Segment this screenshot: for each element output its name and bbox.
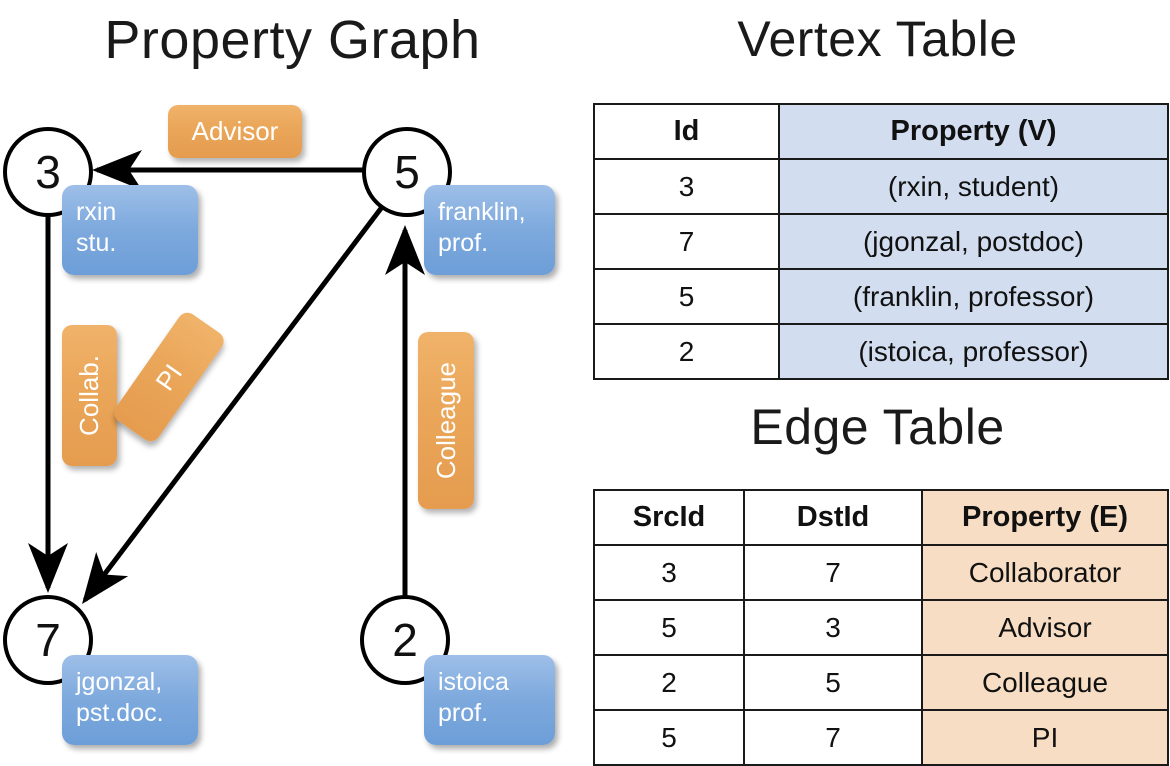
section-title-vertex-table: Vertex Table — [737, 11, 1018, 67]
vertex-cell-property: (jgonzal, postdoc) — [778, 213, 1169, 270]
table-row: 2 (istoica, professor) — [593, 323, 1169, 380]
edge-cell-srcid: 5 — [593, 709, 745, 766]
vertex-property-box-5-line1: franklin, — [438, 198, 526, 226]
vertex-table-header-row: Id Property (V) — [593, 103, 1169, 160]
edge-cell-srcid: 2 — [593, 654, 745, 711]
vertex-cell-property: (istoica, professor) — [778, 323, 1169, 380]
vertex-cell-id: 3 — [593, 158, 780, 215]
edge-cell-srcid: 5 — [593, 599, 745, 656]
vertex-cell-id: 2 — [593, 323, 780, 380]
graph-edges-layer — [28, 150, 425, 604]
edge-table-header-row: SrcId DstId Property (E) — [593, 489, 1169, 546]
edge-cell-property: Colleague — [921, 654, 1169, 711]
vertex-cell-property: (rxin, student) — [778, 158, 1169, 215]
edge-label-collab: Collab. — [62, 325, 117, 466]
edge-table-header-dstid: DstId — [743, 489, 923, 546]
page-title-property-graph: Property Graph — [104, 10, 481, 70]
vertex-property-box-7-line1: jgonzal, — [76, 668, 163, 696]
edge-label-colleague-text: Colleague — [430, 361, 461, 480]
graph-node-2-label: 2 — [392, 614, 418, 666]
graph-edge-5-to-7 — [81, 201, 387, 604]
edge-label-colleague: Colleague — [418, 332, 474, 509]
vertex-table-header-id: Id — [593, 103, 780, 160]
vertex-table: Id Property (V) 3 (rxin, student) 7 (jgo… — [593, 103, 1169, 380]
vertex-property-box-7: jgonzal, pst.doc. — [62, 655, 198, 745]
vertex-property-box-5: franklin, prof. — [424, 185, 555, 275]
table-row: 5 3 Advisor — [593, 599, 1169, 656]
vertex-property-box-3-line2: stu. — [76, 229, 117, 257]
table-row: 2 5 Colleague — [593, 654, 1169, 711]
edge-cell-property: PI — [921, 709, 1169, 766]
vertex-property-box-3: rxin stu. — [62, 185, 198, 275]
vertex-property-box-2-line1: istoica — [438, 668, 509, 696]
vertex-cell-id: 7 — [593, 213, 780, 270]
table-row: 7 (jgonzal, postdoc) — [593, 213, 1169, 270]
edge-cell-property: Advisor — [921, 599, 1169, 656]
vertex-cell-property: (franklin, professor) — [778, 268, 1169, 325]
graph-node-3-label: 3 — [35, 146, 61, 198]
edge-label-pi-text: PI — [149, 358, 188, 396]
edge-cell-srcid: 3 — [593, 544, 745, 601]
vertex-property-box-2: istoica prof. — [424, 655, 555, 745]
section-title-edge-table: Edge Table — [750, 399, 1005, 455]
edge-cell-dstid: 7 — [743, 709, 923, 766]
graph-node-2[interactable]: 2 — [360, 595, 450, 685]
edge-label-collab-text: Collab. — [74, 355, 104, 436]
edge-cell-dstid: 3 — [743, 599, 923, 656]
edge-cell-property: Collaborator — [921, 544, 1169, 601]
vertex-property-box-3-line1: rxin — [76, 198, 117, 226]
vertex-property-box-2-line2: prof. — [438, 699, 489, 727]
table-row: 5 (franklin, professor) — [593, 268, 1169, 325]
vertex-table-header-property: Property (V) — [778, 103, 1169, 160]
edge-cell-dstid: 5 — [743, 654, 923, 711]
table-row: 3 7 Collaborator — [593, 544, 1169, 601]
graph-node-5-label: 5 — [394, 146, 420, 198]
edge-label-advisor-text: Advisor — [191, 116, 279, 146]
edge-table-header-property: Property (E) — [921, 489, 1169, 546]
vertex-property-box-7-line2: pst.doc. — [76, 699, 164, 727]
table-row: 5 7 PI — [593, 709, 1169, 766]
property-graph-diagram: 3 5 7 2 rxin stu. franklin, prof. jgonza… — [0, 0, 585, 760]
edge-table: SrcId DstId Property (E) 3 7 Collaborato… — [593, 489, 1169, 766]
edge-table-header-srcid: SrcId — [593, 489, 745, 546]
edge-cell-dstid: 7 — [743, 544, 923, 601]
table-row: 3 (rxin, student) — [593, 158, 1169, 215]
vertex-property-box-5-line2: prof. — [438, 229, 489, 257]
vertex-cell-id: 5 — [593, 268, 780, 325]
graph-node-7-label: 7 — [35, 614, 61, 666]
graph-node-5[interactable]: 5 — [362, 127, 452, 217]
edge-label-advisor: Advisor — [168, 105, 302, 158]
